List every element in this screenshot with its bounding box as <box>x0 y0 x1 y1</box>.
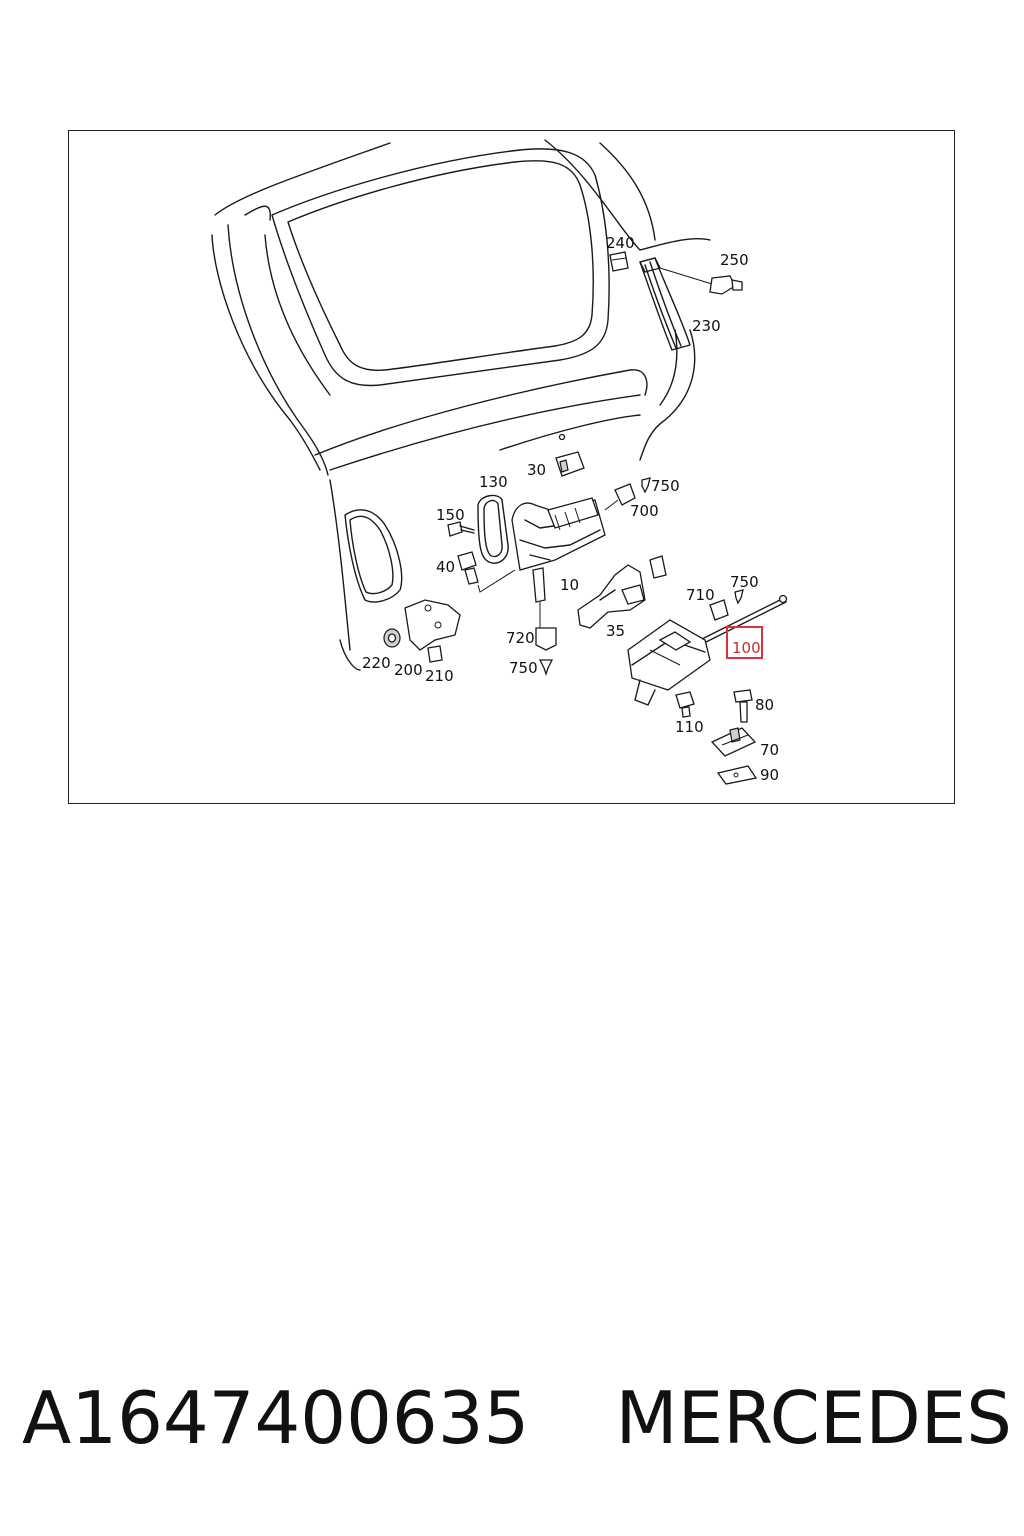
part-actuator <box>627 619 711 706</box>
brand-name: MERCEDES <box>615 1376 1012 1460</box>
diagram-frame <box>68 130 955 804</box>
part-30-switch <box>555 433 585 477</box>
part-10-handle <box>511 497 619 630</box>
label-110: 110 <box>675 718 704 736</box>
part-70-striker <box>710 727 757 757</box>
label-750-b: 750 <box>730 573 759 591</box>
part-750-pin-b <box>734 589 744 605</box>
part-number: A1647400635 <box>22 1376 530 1460</box>
label-710: 710 <box>686 586 715 604</box>
label-70: 70 <box>760 741 779 759</box>
label-200: 200 <box>394 661 423 679</box>
footer-caption: A1647400635 MERCEDES <box>22 1368 1012 1468</box>
part-720-bracket <box>535 627 557 651</box>
part-150-screw <box>447 521 475 537</box>
label-700: 700 <box>630 502 659 520</box>
part-700-bracket <box>614 483 636 506</box>
highlight-box-100 <box>726 626 763 659</box>
label-220: 220 <box>362 654 391 672</box>
label-30: 30 <box>527 461 546 479</box>
part-40-bolt <box>457 551 516 593</box>
label-750-c: 750 <box>509 659 538 677</box>
part-230-strut <box>639 257 713 351</box>
label-10: 10 <box>560 576 579 594</box>
part-130-gasket <box>477 494 509 564</box>
part-110-bolt <box>675 691 695 718</box>
label-210: 210 <box>425 667 454 685</box>
part-750-pin-a <box>641 477 651 494</box>
label-230: 230 <box>692 317 721 335</box>
part-210-bushing <box>427 645 443 663</box>
label-250: 250 <box>720 251 749 269</box>
part-200-hinge <box>404 599 461 651</box>
part-750-pin-c <box>538 659 554 677</box>
part-90-plate <box>716 765 758 785</box>
label-750-a: 750 <box>651 477 680 495</box>
part-710-bracket <box>709 599 729 621</box>
part-35-lever <box>577 555 667 629</box>
part-labels: 240 250 230 30 130 750 700 150 40 10 710… <box>362 234 779 784</box>
label-80: 80 <box>755 696 774 714</box>
label-150: 150 <box>436 506 465 524</box>
part-220-washer <box>383 628 401 648</box>
part-240-clip <box>609 251 629 272</box>
tailgate-outline <box>211 139 711 671</box>
label-720: 720 <box>506 629 535 647</box>
part-250-bolt <box>709 275 743 295</box>
label-35: 35 <box>606 622 625 640</box>
label-240: 240 <box>606 234 635 252</box>
label-40: 40 <box>436 558 455 576</box>
part-80-screw <box>733 689 753 723</box>
part-100-rod <box>699 594 788 645</box>
label-130: 130 <box>479 473 508 491</box>
label-90: 90 <box>760 766 779 784</box>
label-100-highlighted: 100 <box>732 639 761 657</box>
